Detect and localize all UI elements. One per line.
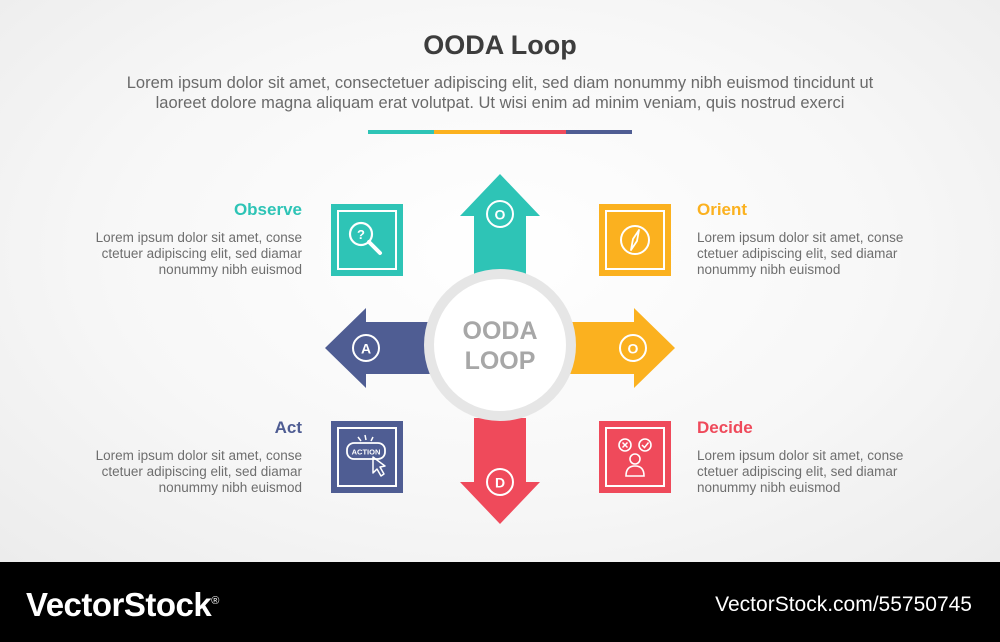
hub-label-line1: OODA	[463, 317, 538, 345]
divider-segment-act	[566, 130, 632, 134]
action-icon-label: ACTION	[352, 448, 381, 457]
action-button-icon: ACTION	[346, 434, 386, 477]
description-line: nonummy nibh euismod	[697, 480, 841, 495]
decide-icon-box	[599, 421, 671, 493]
page-title: OODA Loop	[423, 30, 577, 60]
footer-url: VectorStock.com/55750745	[715, 593, 972, 616]
compass-icon	[620, 225, 650, 255]
orient-description: Lorem ipsum dolor sit amet, conse ctetue…	[697, 230, 937, 278]
arrow-up-letter: O	[495, 207, 506, 223]
decide-description: Lorem ipsum dolor sit amet, conse ctetue…	[697, 448, 937, 496]
description-line: Lorem ipsum dolor sit amet, conse	[697, 230, 904, 245]
subtitle-line: Lorem ipsum dolor sit amet, consectetuer…	[126, 74, 874, 92]
subtitle-line: laoreet dolore magna aliquam erat volutp…	[155, 94, 845, 112]
description-line: nonummy nibh euismod	[158, 262, 302, 277]
description-line: ctetuer adipiscing elit, sed diamar	[101, 246, 302, 261]
ooda-cycle-diagram: O O D A OODA LOOP	[325, 174, 675, 524]
arrow-down-decide: D	[460, 418, 540, 524]
description-line: Lorem ipsum dolor sit amet, conse	[95, 448, 302, 463]
brand-logo: VectorStock®	[26, 586, 219, 624]
description-line: Lorem ipsum dolor sit amet, conse	[95, 230, 302, 245]
description-line: ctetuer adipiscing elit, sed diamar	[101, 464, 302, 479]
hub-label-line2: LOOP	[465, 347, 536, 375]
svg-text:?: ?	[357, 227, 365, 242]
arrow-right-letter: O	[628, 341, 639, 357]
description-line: nonummy nibh euismod	[158, 480, 302, 495]
observe-description: Lorem ipsum dolor sit amet, conse ctetue…	[62, 230, 302, 278]
act-title: Act	[274, 418, 302, 437]
description-line: ctetuer adipiscing elit, sed diamar	[697, 464, 898, 479]
description-line: Lorem ipsum dolor sit amet, conse	[697, 448, 904, 463]
divider-segment-orient	[434, 130, 500, 134]
brand-name: VectorStock	[26, 586, 212, 623]
arrow-right-orient: O	[560, 308, 675, 388]
orient-title: Orient	[697, 200, 748, 219]
act-description: Lorem ipsum dolor sit amet, conse ctetue…	[62, 448, 302, 496]
arrow-left-letter: A	[361, 341, 371, 357]
decide-title: Decide	[697, 418, 753, 437]
magnifier-question-icon: ?	[348, 221, 382, 255]
infographic-canvas: OODA Loop Lorem ipsum dolor sit amet, co…	[0, 0, 1000, 562]
observe-icon-box: ?	[331, 204, 403, 276]
act-icon-box: ACTION	[331, 421, 403, 493]
orient-icon-box	[599, 204, 671, 276]
description-line: ctetuer adipiscing elit, sed diamar	[697, 246, 898, 261]
divider-segment-observe	[368, 130, 434, 134]
divider-segment-decide	[500, 130, 566, 134]
arrow-down-letter: D	[495, 475, 505, 491]
person-choice-icon	[618, 438, 652, 477]
observe-title: Observe	[233, 200, 302, 219]
arrow-up-observe: O	[460, 174, 540, 278]
color-divider	[368, 130, 632, 134]
watermark-footer: VectorStock® VectorStock.com/55750745	[0, 562, 1000, 642]
page-subtitle: Lorem ipsum dolor sit amet, consectetuer…	[60, 73, 940, 113]
registered-mark: ®	[211, 595, 219, 607]
hub-circle: OODA LOOP	[424, 269, 576, 421]
description-line: nonummy nibh euismod	[697, 262, 841, 277]
arrow-left-act: A	[325, 308, 440, 388]
